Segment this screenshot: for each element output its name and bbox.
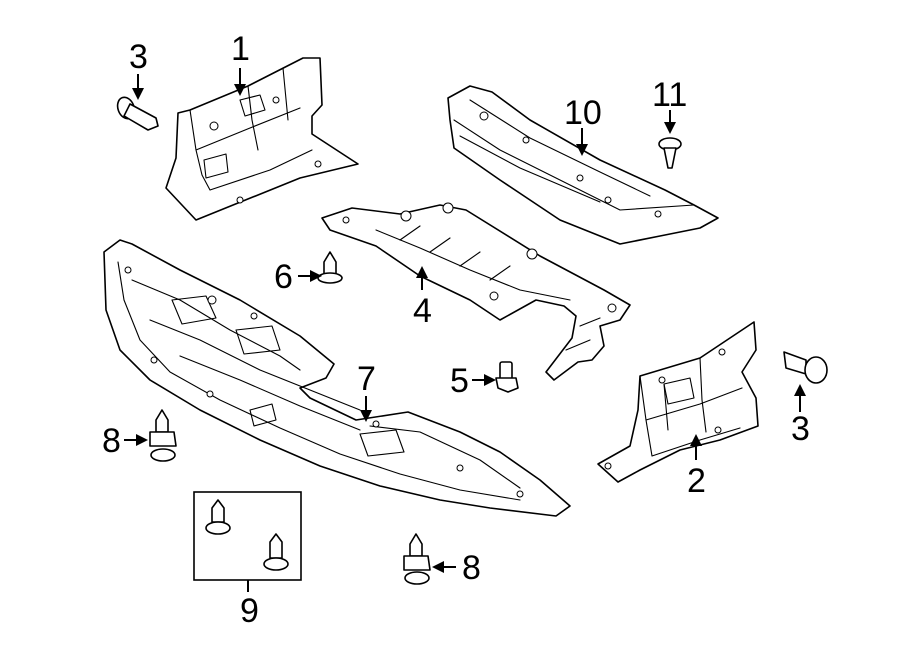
callout-8-right: 8 [462, 549, 481, 587]
part-2-shield [597, 321, 759, 483]
callout-1: 1 [231, 30, 250, 68]
fastener-8-left [149, 409, 177, 462]
callout-2: 2 [687, 462, 706, 500]
callout-9: 9 [240, 592, 259, 630]
fastener-5 [495, 361, 519, 393]
part-4-tray [321, 202, 631, 381]
part-7-deflector [103, 239, 571, 517]
fastener-11 [658, 137, 682, 169]
callout-11: 11 [652, 76, 687, 114]
callout-6: 6 [274, 258, 293, 296]
callout-7: 7 [357, 360, 376, 398]
fastener-3-right [783, 351, 828, 384]
callout-labels: 1 3 10 11 6 4 5 7 8 8 2 3 9 [102, 30, 810, 630]
part-1-shield [165, 57, 359, 221]
callout-10: 10 [564, 94, 602, 132]
callout-4: 4 [413, 292, 432, 330]
part-10-shield [447, 85, 719, 245]
callout-3-right: 3 [791, 410, 810, 448]
fastener-6 [317, 251, 343, 284]
callout-3-left: 3 [129, 38, 148, 76]
leader-lines [124, 68, 806, 592]
callout-8-left: 8 [102, 422, 121, 460]
fastener-3-left [116, 96, 159, 131]
fastener-8-right [403, 533, 431, 585]
part-9-kit-box [193, 491, 302, 581]
callout-5: 5 [450, 362, 469, 400]
